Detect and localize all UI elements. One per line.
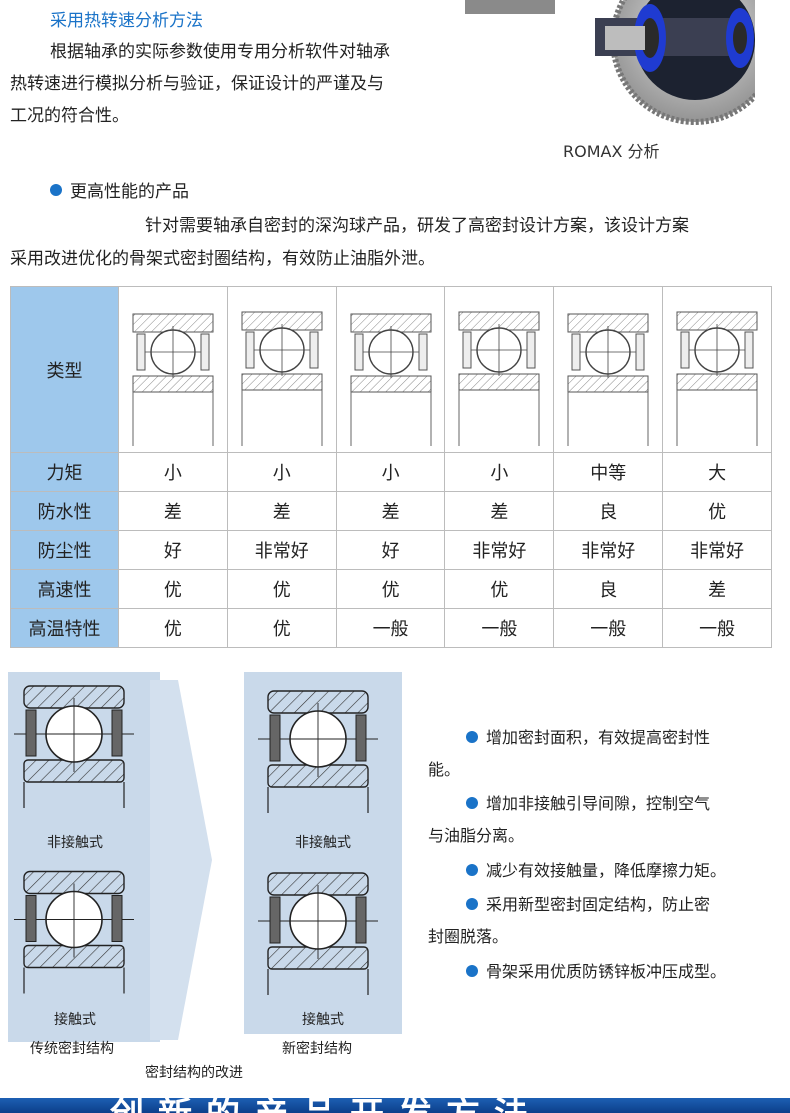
table-row: 防尘性好非常好好非常好非常好非常好 (10, 530, 772, 570)
table-cell: 一般 (444, 608, 555, 648)
table-cell: 非常好 (553, 530, 664, 570)
table-cell: 小 (118, 452, 228, 492)
bullet-icon (466, 897, 478, 910)
new-contact-seal-drawing-icon (258, 872, 378, 995)
bearing-drawing-cell (226, 286, 337, 453)
bearing-cross-section-icon (458, 311, 540, 446)
table-row-type: 类型 (10, 286, 772, 453)
feature-3-line-1: 减少有效接触量，降低摩擦力矩。 (486, 861, 727, 880)
table-cell: 优 (226, 608, 337, 648)
romax-gear-image (455, 0, 755, 132)
table-row-label: 高温特性 (10, 608, 119, 648)
arrow-right-icon (150, 680, 212, 1040)
table-header-type: 类型 (10, 286, 119, 453)
feature-item-5: 骨架采用优质防锈锌板冲压成型。 (428, 956, 726, 988)
old-seal-caption: 传统密封结构 (30, 1041, 114, 1057)
table-cell: 好 (118, 530, 228, 570)
table-cell: 差 (662, 569, 772, 609)
table-cell: 中等 (553, 452, 664, 492)
table-row: 高速性优优优优良差 (10, 569, 772, 609)
table-cell: 小 (335, 452, 446, 492)
table-cell: 一般 (662, 608, 772, 648)
feature-item-1: 增加密封面积，有效提高密封性 能。 (428, 722, 710, 786)
seal-comparison-table: 类型 力矩小小小小中等大防水性差差差差良优防尘性好非常好好非常好非常好非常好高速… (10, 286, 772, 648)
table-cell: 优 (118, 569, 228, 609)
feature-1-line-1: 增加密封面积，有效提高密封性 (486, 728, 711, 747)
table-cell: 一般 (553, 608, 664, 648)
section1-line-1: 根据轴承的实际参数使用专用分析软件对轴承 (50, 42, 390, 62)
section2-line-1: 针对需要轴承自密封的深沟球产品，研发了高密封设计方案，该设计方案 (145, 216, 689, 236)
romax-caption: ROMAX 分析 (563, 142, 660, 161)
bullet-icon (50, 184, 62, 196)
table-cell: 小 (444, 452, 555, 492)
bullet-icon (466, 730, 478, 743)
bearing-drawing-cell (444, 286, 555, 453)
table-cell: 小 (226, 452, 337, 492)
section-title-thermal-speed: 采用热转速分析方法 (50, 11, 203, 31)
section1-line-3: 工况的符合性。 (10, 106, 129, 126)
table-cell: 大 (662, 452, 772, 492)
bearing-cross-section-icon (132, 313, 214, 446)
bullet-icon (466, 796, 478, 809)
new-seal-caption: 新密封结构 (282, 1041, 352, 1057)
bearing-drawing-cell (335, 286, 446, 453)
table-cell: 良 (553, 491, 664, 531)
table-cell: 差 (335, 491, 446, 531)
table-cell: 优 (118, 608, 228, 648)
table-cell: 差 (118, 491, 228, 531)
table-row-label: 防水性 (10, 491, 119, 531)
new-noncontact-label: 非接触式 (295, 835, 351, 851)
table-cell: 差 (444, 491, 555, 531)
section1-line-2: 热转速进行模拟分析与验证，保证设计的严谨及与 (10, 74, 384, 94)
table-cell: 好 (335, 530, 446, 570)
feature-5-line-1: 骨架采用优质防锈锌板冲压成型。 (486, 962, 727, 981)
section2-heading-text: 更高性能的产品 (70, 182, 189, 202)
bullet-icon (466, 964, 478, 977)
table-cell: 非常好 (444, 530, 555, 570)
table-cell: 良 (553, 569, 664, 609)
seal-improvement-caption: 密封结构的改进 (145, 1065, 243, 1081)
feature-item-3: 减少有效接触量，降低摩擦力矩。 (428, 855, 726, 887)
feature-2-line-1: 增加非接触引导间隙，控制空气 (486, 794, 711, 813)
bottom-banner: 创新的产品开发方法 (0, 1098, 790, 1113)
bullet-icon (466, 863, 478, 876)
table-row: 力矩小小小小中等大 (10, 452, 772, 492)
banner-title: 创新的产品开发方法 (110, 1098, 542, 1113)
bearing-drawing-cell (118, 286, 228, 453)
old-noncontact-seal-drawing-icon (14, 685, 134, 808)
feature-4-line-2: 封圈脱落。 (428, 927, 509, 946)
table-cell: 优 (226, 569, 337, 609)
table-row: 防水性差差差差良优 (10, 491, 772, 531)
new-noncontact-seal-drawing-icon (258, 690, 378, 813)
bearing-cross-section-icon (676, 311, 758, 446)
feature-2-line-2: 与油脂分离。 (428, 826, 525, 845)
bearing-cross-section-icon (567, 313, 649, 446)
table-cell: 一般 (335, 608, 446, 648)
table-cell: 优 (444, 569, 555, 609)
table-row: 高温特性优优一般一般一般一般 (10, 608, 772, 648)
bearing-cross-section-icon (241, 311, 323, 446)
feature-item-4: 采用新型密封固定结构，防止密 封圈脱落。 (428, 889, 710, 953)
bearing-drawing-cell (662, 286, 772, 453)
bearing-cross-section-icon (350, 313, 432, 446)
feature-1-line-2: 能。 (428, 760, 461, 779)
feature-item-2: 增加非接触引导间隙，控制空气 与油脂分离。 (428, 788, 710, 852)
table-cell: 非常好 (226, 530, 337, 570)
feature-4-line-1: 采用新型密封固定结构，防止密 (486, 895, 711, 914)
old-contact-seal-drawing-icon (14, 870, 134, 994)
old-noncontact-label: 非接触式 (47, 835, 103, 851)
table-cell: 优 (662, 491, 772, 531)
section2-heading: 更高性能的产品 (50, 176, 189, 208)
new-contact-label: 接触式 (302, 1012, 344, 1028)
table-row-label: 防尘性 (10, 530, 119, 570)
table-cell: 优 (335, 569, 446, 609)
table-row-label: 力矩 (10, 452, 119, 492)
table-cell: 差 (226, 491, 337, 531)
table-row-label: 高速性 (10, 569, 119, 609)
table-cell: 非常好 (662, 530, 772, 570)
bearing-drawing-cell (553, 286, 664, 453)
section2-line-2: 采用改进优化的骨架式密封圈结构，有效防止油脂外泄。 (10, 249, 435, 269)
old-contact-label: 接触式 (54, 1012, 96, 1028)
